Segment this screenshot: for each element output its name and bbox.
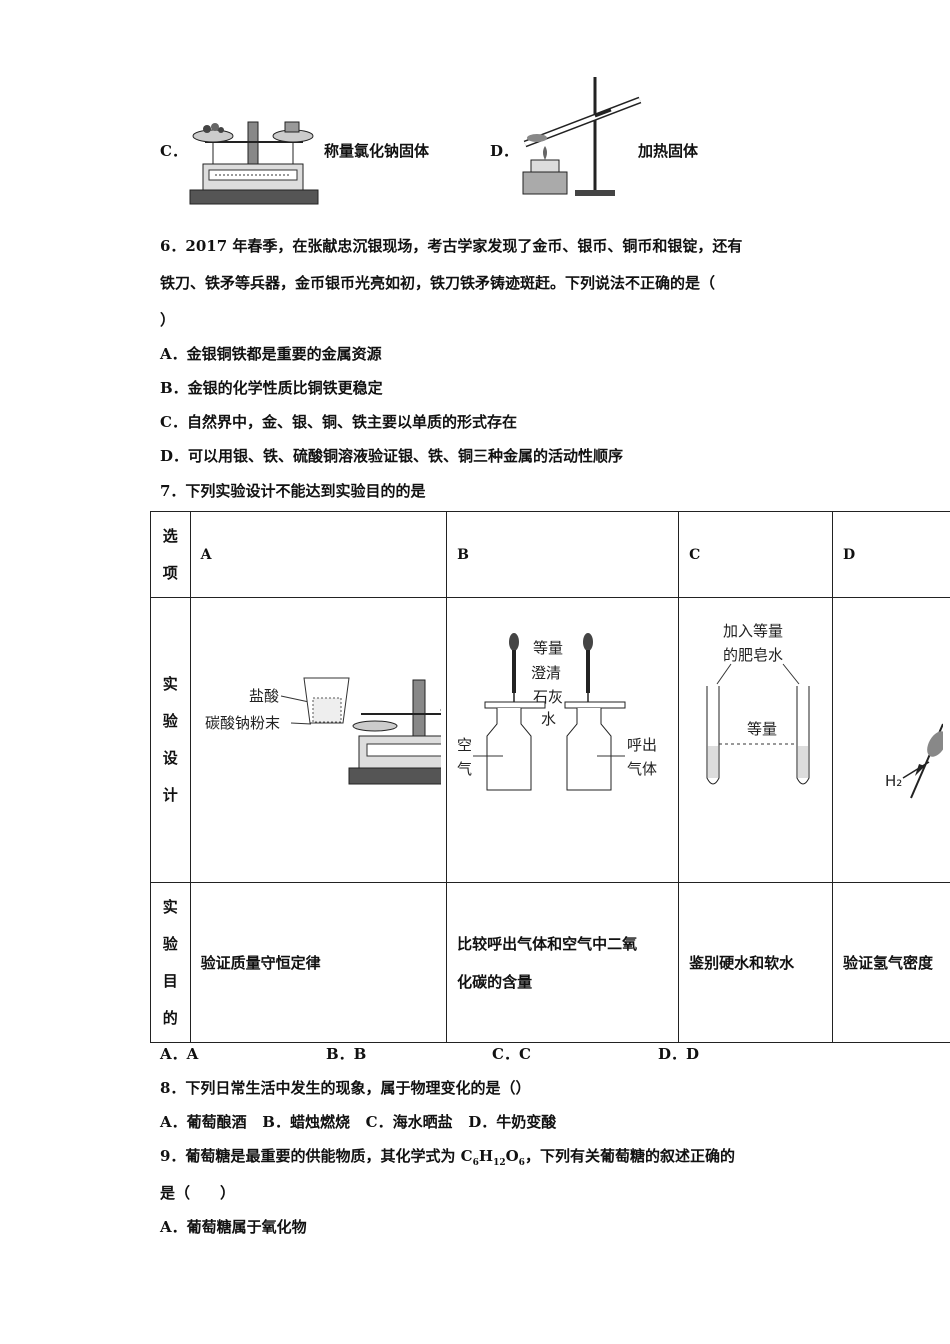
option-a: A．A (160, 1045, 199, 1063)
table-row: 实验目的 验证质量守恒定律 比较呼出气体和空气中二氧 化碳的含量 鉴别硬水和软水… (150, 882, 950, 1043)
hydrogen-figure: H₂ (885, 723, 947, 799)
option-c: C．自然界中，金、银、铜、铁主要以单质的形式存在 (160, 413, 517, 431)
question-stem: ） (160, 311, 176, 329)
experiment-table: 选项 A B C D 实验设计 盐酸 碳酸钠粉末 (150, 511, 950, 1043)
purpose-c: 鉴别硬水和软水 (678, 882, 834, 1043)
svg-text:呼出: 呼出 (627, 736, 657, 754)
svg-text:的肥皂水: 的肥皂水 (723, 646, 783, 664)
option-c: C．C (492, 1045, 531, 1063)
svg-text:等量: 等量 (533, 639, 563, 657)
svg-text:空: 空 (457, 736, 472, 754)
svg-text:加入等量: 加入等量 (723, 622, 783, 640)
option-letter: C． (160, 142, 187, 160)
row-header-option: 选项 (150, 511, 191, 598)
question-stem: 6．2017 年春季，在张献忠沉银现场，考古学家发现了金币、银币、铜币和银锭，还… (160, 237, 743, 255)
column-header-c: C (678, 511, 834, 598)
option-b: B．金银的化学性质比铜铁更稳定 (160, 379, 383, 397)
option-b: B．B (326, 1045, 367, 1063)
balance-with-beaker-figure: 盐酸 碳酸钠粉末 (205, 677, 486, 785)
question-stem: 是（ ） (160, 1184, 236, 1202)
svg-text:气体: 气体 (627, 760, 657, 778)
column-header-a: A (189, 511, 448, 598)
svg-text:水: 水 (541, 710, 556, 728)
column-header-b: B (446, 511, 680, 598)
design-d-cell: H₂ (832, 597, 950, 883)
table-row: 选项 A B C D (150, 511, 950, 598)
test-tubes-figure: 加入等量 的肥皂水 等量 (706, 622, 810, 785)
option-caption: 加热固体 (638, 142, 699, 160)
question-stem: 8．下列日常生活中发生的现象，属于物理变化的是（） (160, 1079, 531, 1097)
svg-text:盐酸: 盐酸 (249, 687, 279, 705)
purpose-a: 验证质量守恒定律 (189, 882, 448, 1043)
design-a-cell: 盐酸 碳酸钠粉末 (189, 597, 486, 883)
question-7-stem: 7．下列实验设计不能达到实验目的的是 (160, 482, 426, 500)
option-d: D．D (658, 1045, 700, 1063)
svg-text:澄清: 澄清 (531, 664, 561, 682)
question-stem: 9．葡萄糖是最重要的供能物质，其化学式为 C6H12O6，下列有关葡萄糖的叙述正… (160, 1147, 735, 1168)
column-header-d: D (832, 511, 950, 598)
option-caption: 称量氯化钠固体 (324, 142, 430, 160)
option-d: D．可以用银、铁、硫酸铜溶液验证银、铁、铜三种金属的活动性顺序 (160, 447, 624, 465)
design-b-cell: 等量 澄清 石灰 水 空 气 呼出 气体 (446, 597, 680, 883)
option-a: A．金银铜铁都是重要的金属资源 (160, 345, 382, 363)
design-c-cell: 加入等量 的肥皂水 等量 (678, 597, 834, 883)
purpose-b: 比较呼出气体和空气中二氧 化碳的含量 (446, 882, 680, 1043)
svg-text:碳酸钠粉末: 碳酸钠粉末 (205, 714, 280, 732)
row-header-purpose: 实验目的 (150, 882, 191, 1043)
balance-figure (189, 121, 319, 205)
svg-text:等量: 等量 (747, 720, 777, 738)
option-a: A．葡萄糖属于氧化物 (160, 1218, 307, 1236)
question-stem: 铁刀、铁矛等兵器，金币银币光亮如初，铁刀铁矛铸迹斑赶。下列说法不正确的是（ (160, 274, 716, 292)
row-header-design: 实验设计 (150, 597, 191, 883)
limewater-bottles-figure: 等量 澄清 石灰 水 空 气 呼出 气体 (457, 633, 657, 791)
table-row: 实验设计 盐酸 碳酸钠粉末 等量 (150, 597, 950, 883)
heating-apparatus-figure (522, 77, 642, 196)
svg-text:气: 气 (457, 760, 472, 778)
svg-text:H₂: H₂ (885, 772, 902, 790)
purpose-d: 验证氢气密度 (832, 882, 950, 1043)
question-options: A．葡萄酿酒 B．蜡烛燃烧 C．海水晒盐 D．牛奶变酸 (160, 1113, 557, 1131)
option-letter: D． (490, 142, 519, 160)
